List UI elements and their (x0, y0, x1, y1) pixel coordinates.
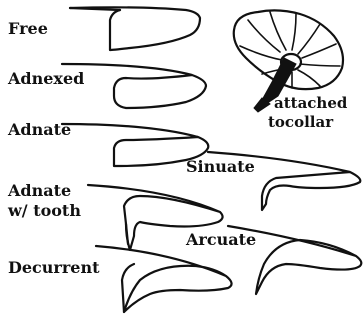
label-arcuate: Arcuate (186, 231, 256, 249)
label-adnexed: Adnexed (8, 70, 84, 88)
label-collar-line2: tocollar (268, 114, 333, 131)
label-collar-line1: attached (274, 95, 347, 112)
label-adnate-tooth-line2: w/ tooth (8, 202, 81, 220)
label-decurrent: Decurrent (8, 259, 100, 277)
gill-shape-free (70, 7, 200, 50)
label-sinuate: Sinuate (186, 158, 255, 176)
gill-shape-decurrent (96, 246, 232, 312)
label-adnate: Adnate (8, 121, 71, 139)
label-adnate-tooth-line1: Adnate (8, 182, 71, 200)
label-free: Free (8, 20, 48, 38)
